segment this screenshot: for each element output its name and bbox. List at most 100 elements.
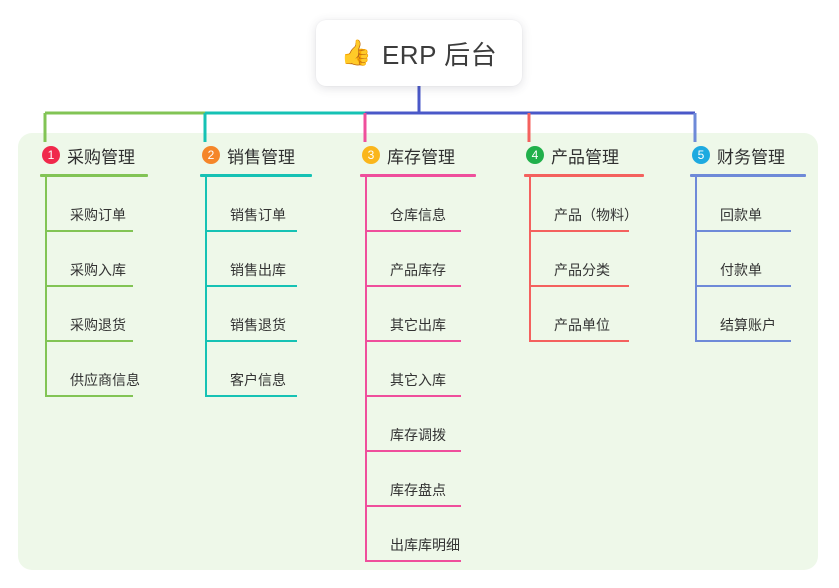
list-item-rule (365, 505, 461, 507)
column-number-badge: 5 (692, 146, 710, 164)
list-item[interactable]: 客户信息 (200, 342, 312, 397)
column-title: 产品管理 (551, 147, 619, 167)
column-spine (45, 177, 47, 397)
list-item[interactable]: 回款单 (690, 177, 806, 232)
list-item-label: 销售退货 (230, 317, 286, 333)
list-item-rule (365, 395, 461, 397)
list-item[interactable]: 出库库明细 (360, 507, 476, 562)
list-item-label: 库存盘点 (390, 482, 446, 498)
list-item-label: 供应商信息 (70, 372, 140, 388)
column-spine (529, 177, 531, 342)
list-item-rule (205, 395, 297, 397)
list-item-label: 销售订单 (230, 207, 286, 223)
column-items: 销售订单销售出库销售退货客户信息 (200, 177, 312, 397)
column-items: 采购订单采购入库采购退货供应商信息 (40, 177, 148, 397)
column-header-rule (200, 174, 312, 177)
list-item[interactable]: 供应商信息 (40, 342, 148, 397)
column-header[interactable]: 2 销售管理 (200, 142, 312, 168)
list-item-rule (529, 285, 629, 287)
list-item-label: 产品分类 (554, 262, 610, 278)
list-item-rule (45, 230, 133, 232)
diagram-panel (18, 133, 818, 570)
list-item-rule (205, 285, 297, 287)
list-item-label: 库存调拨 (390, 427, 446, 443)
column-spine (205, 177, 207, 397)
list-item-label: 采购订单 (70, 207, 126, 223)
column-spine (695, 177, 697, 342)
column-number-badge: 4 (526, 146, 544, 164)
list-item-label: 付款单 (720, 262, 762, 278)
list-item-label: 出库库明细 (390, 537, 460, 553)
list-item[interactable]: 仓库信息 (360, 177, 476, 232)
list-item[interactable]: 产品（物料） (524, 177, 644, 232)
list-item-rule (529, 340, 629, 342)
list-item-rule (205, 230, 297, 232)
list-item-label: 产品库存 (390, 262, 446, 278)
list-item-label: 仓库信息 (390, 207, 446, 223)
list-item-rule (695, 230, 791, 232)
list-item[interactable]: 采购入库 (40, 232, 148, 287)
list-item-rule (365, 230, 461, 232)
list-item[interactable]: 采购退货 (40, 287, 148, 342)
column-header-rule (360, 174, 476, 177)
column-header[interactable]: 1 采购管理 (40, 142, 148, 168)
column-header[interactable]: 5 财务管理 (690, 142, 806, 168)
list-item-label: 销售出库 (230, 262, 286, 278)
list-item-rule (529, 230, 629, 232)
list-item[interactable]: 结算账户 (690, 287, 806, 342)
column-title: 采购管理 (67, 147, 135, 167)
list-item[interactable]: 销售退货 (200, 287, 312, 342)
list-item-label: 客户信息 (230, 372, 286, 388)
column-header[interactable]: 4 产品管理 (524, 142, 644, 168)
list-item-label: 其它出库 (390, 317, 446, 333)
list-item-label: 产品（物料） (554, 207, 638, 223)
list-item-label: 采购退货 (70, 317, 126, 333)
list-item[interactable]: 产品分类 (524, 232, 644, 287)
page-title: ERP 后台 (381, 39, 498, 70)
list-item-rule (365, 285, 461, 287)
list-item[interactable]: 销售订单 (200, 177, 312, 232)
column-number-badge: 2 (202, 146, 220, 164)
list-item-rule (45, 395, 133, 397)
column-number-badge: 1 (42, 146, 60, 164)
list-item[interactable]: 其它出库 (360, 287, 476, 342)
column-采购管理: 1 采购管理采购订单采购入库采购退货供应商信息 (40, 142, 148, 397)
list-item-rule (365, 340, 461, 342)
column-number-badge: 3 (362, 146, 380, 164)
column-spine (365, 177, 367, 562)
column-header-rule (690, 174, 806, 177)
column-header-rule (40, 174, 148, 177)
list-item-label: 其它入库 (390, 372, 446, 388)
list-item-rule (365, 560, 461, 562)
column-items: 产品（物料） 产品分类产品单位 (524, 177, 644, 342)
column-header-rule (524, 174, 644, 177)
list-item[interactable]: 其它入库 (360, 342, 476, 397)
list-item[interactable]: 销售出库 (200, 232, 312, 287)
thumbs-up-icon: 👍 (340, 38, 372, 67)
column-items: 仓库信息产品库存其它出库其它入库库存调拨库存盘点出库库明细 (360, 177, 476, 562)
column-title: 财务管理 (717, 147, 785, 167)
list-item-label: 结算账户 (720, 317, 776, 333)
list-item-rule (695, 285, 791, 287)
list-item[interactable]: 产品单位 (524, 287, 644, 342)
list-item[interactable]: 采购订单 (40, 177, 148, 232)
column-财务管理: 5 财务管理回款单付款单结算账户 (690, 142, 806, 342)
column-销售管理: 2 销售管理销售订单销售出库销售退货客户信息 (200, 142, 312, 397)
column-items: 回款单付款单结算账户 (690, 177, 806, 342)
list-item-label: 产品单位 (554, 317, 610, 333)
column-产品管理: 4 产品管理产品（物料） 产品分类产品单位 (524, 142, 644, 342)
list-item[interactable]: 产品库存 (360, 232, 476, 287)
list-item[interactable]: 付款单 (690, 232, 806, 287)
list-item-label: 采购入库 (70, 262, 126, 278)
list-item-rule (365, 450, 461, 452)
list-item-rule (695, 340, 791, 342)
list-item[interactable]: 库存盘点 (360, 452, 476, 507)
list-item-rule (45, 340, 133, 342)
list-item-rule (205, 340, 297, 342)
column-title: 销售管理 (227, 147, 295, 167)
root-node[interactable]: 👍 ERP 后台 (316, 20, 522, 86)
list-item[interactable]: 库存调拨 (360, 397, 476, 452)
